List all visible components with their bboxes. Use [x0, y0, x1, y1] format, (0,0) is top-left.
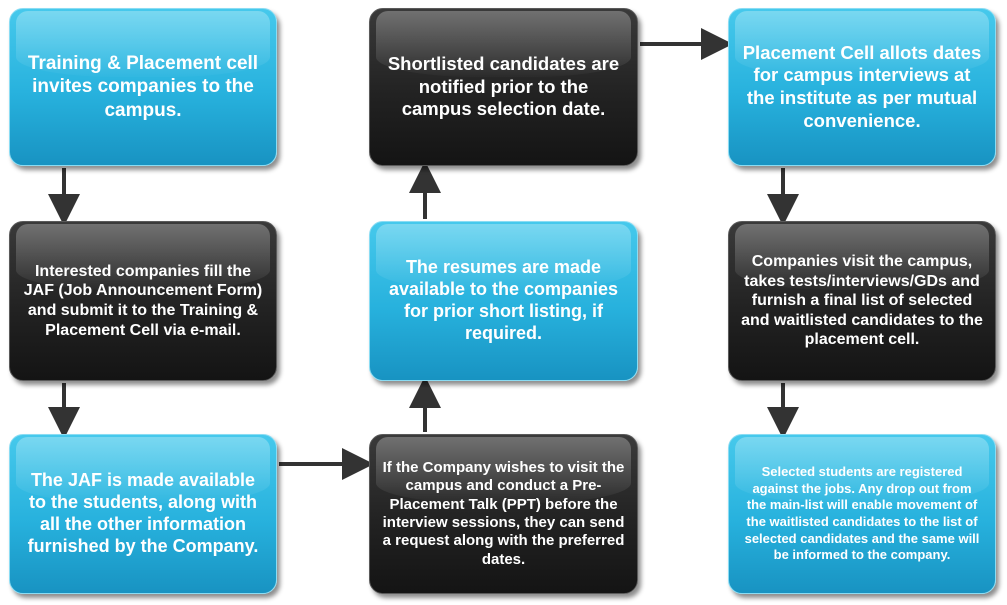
step-invite-companies-text: Training & Placement cell invites compan… [27, 53, 259, 121]
step-shortlist-notified: Shortlisted candidates are notified prio… [369, 8, 638, 166]
step-allot-dates: Placement Cell allots dates for campus i… [728, 8, 996, 166]
step-shortlist-notified-text: Shortlisted candidates are notified prio… [387, 53, 620, 120]
step-registration-text: Selected students are registered against… [744, 464, 980, 563]
step-campus-visit-text: Companies visit the campus, takes tests/… [741, 253, 983, 349]
step-resumes-available-text: The resumes are made available to the co… [388, 257, 619, 343]
step-jaf-available: The JAF is made available to the student… [9, 434, 277, 594]
step-invite-companies: Training & Placement cell invites compan… [9, 8, 277, 166]
step-allot-dates-text: Placement Cell allots dates for campus i… [742, 41, 982, 131]
step-campus-visit: Companies visit the campus, takes tests/… [728, 221, 996, 381]
step-resumes-available: The resumes are made available to the co… [369, 221, 638, 381]
step-submit-jaf-text: Interested companies fill the JAF (Job A… [23, 262, 263, 339]
step-ppt-request-text: If the Company wishes to visit the campu… [382, 459, 625, 568]
step-submit-jaf: Interested companies fill the JAF (Job A… [9, 221, 277, 381]
step-registration: Selected students are registered against… [728, 434, 996, 594]
step-jaf-available-text: The JAF is made available to the student… [27, 470, 259, 556]
step-ppt-request: If the Company wishes to visit the campu… [369, 434, 638, 594]
